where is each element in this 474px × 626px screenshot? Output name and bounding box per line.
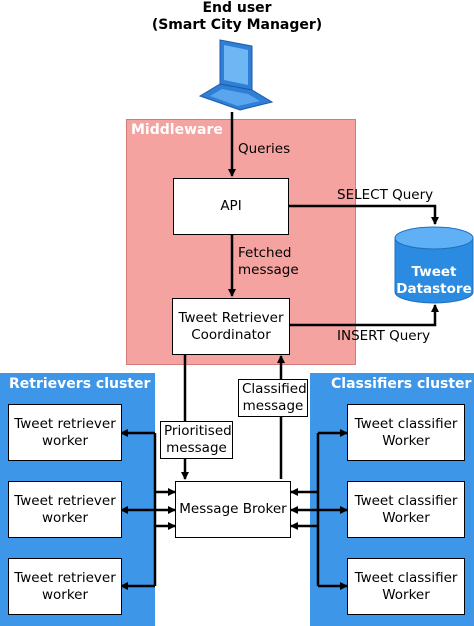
message-broker-node: Message Broker bbox=[175, 481, 291, 538]
retriever-worker-line1: Tweet retriever bbox=[14, 415, 116, 432]
queries-label: Queries bbox=[238, 141, 291, 157]
coordinator-label-line2: Coordinator bbox=[191, 326, 271, 343]
api-node-label: API bbox=[220, 198, 242, 214]
select-query-label: SELECT Query bbox=[337, 187, 434, 203]
classifier-worker: Tweet classifier Worker bbox=[347, 404, 465, 461]
retriever-worker-line1: Tweet retriever bbox=[14, 492, 116, 509]
retrievers-cluster-title: Retrievers cluster bbox=[9, 376, 151, 392]
prioritised-message-label: Prioritised message bbox=[160, 421, 233, 459]
prioritised-label-line2: message bbox=[166, 440, 227, 456]
classifier-worker-line2: Worker bbox=[382, 586, 430, 603]
prioritised-label-line1: Prioritised bbox=[164, 423, 232, 439]
retriever-worker: Tweet retriever worker bbox=[8, 558, 122, 615]
coordinator-label-line1: Tweet Retriever bbox=[178, 309, 284, 326]
laptop-icon bbox=[198, 39, 274, 111]
api-node: API bbox=[173, 178, 289, 235]
retriever-worker-line2: worker bbox=[41, 586, 89, 603]
classifier-worker-line1: Tweet classifier bbox=[354, 569, 458, 586]
classified-label-line2: message bbox=[242, 398, 304, 414]
retriever-worker: Tweet retriever worker bbox=[8, 404, 122, 461]
classified-label-line1: Classified bbox=[242, 381, 307, 397]
message-broker-label: Message Broker bbox=[179, 501, 287, 517]
retriever-worker-line1: Tweet retriever bbox=[14, 569, 116, 586]
end-user-subtitle: (Smart City Manager) bbox=[151, 17, 323, 33]
classified-message-label: Classified message bbox=[238, 379, 308, 417]
classifier-worker-line1: Tweet classifier bbox=[354, 492, 458, 509]
end-user-title: End user bbox=[202, 0, 272, 16]
classifiers-cluster-title: Classifiers cluster bbox=[331, 376, 472, 392]
classifier-worker: Tweet classifier Worker bbox=[347, 481, 465, 538]
retriever-worker-line2: worker bbox=[41, 509, 89, 526]
datastore-label: Tweet Datastore bbox=[394, 264, 474, 298]
middleware-title: Middleware bbox=[131, 122, 223, 138]
classifier-worker-line2: Worker bbox=[382, 432, 430, 449]
retriever-worker: Tweet retriever worker bbox=[8, 481, 122, 538]
classifier-worker-line2: Worker bbox=[382, 509, 430, 526]
datastore-label-line1: Tweet bbox=[411, 264, 457, 280]
fetched-label-line1: Fetched bbox=[238, 245, 292, 261]
classifier-worker: Tweet classifier Worker bbox=[347, 558, 465, 615]
coordinator-node: Tweet Retriever Coordinator bbox=[172, 298, 290, 355]
classifier-worker-line1: Tweet classifier bbox=[354, 415, 458, 432]
retriever-worker-line2: worker bbox=[41, 432, 89, 449]
insert-query-label: INSERT Query bbox=[337, 328, 431, 344]
datastore-cylinder-icon bbox=[394, 226, 474, 304]
fetched-label-line2: message bbox=[238, 262, 299, 278]
datastore-label-line2: Datastore bbox=[396, 281, 472, 297]
